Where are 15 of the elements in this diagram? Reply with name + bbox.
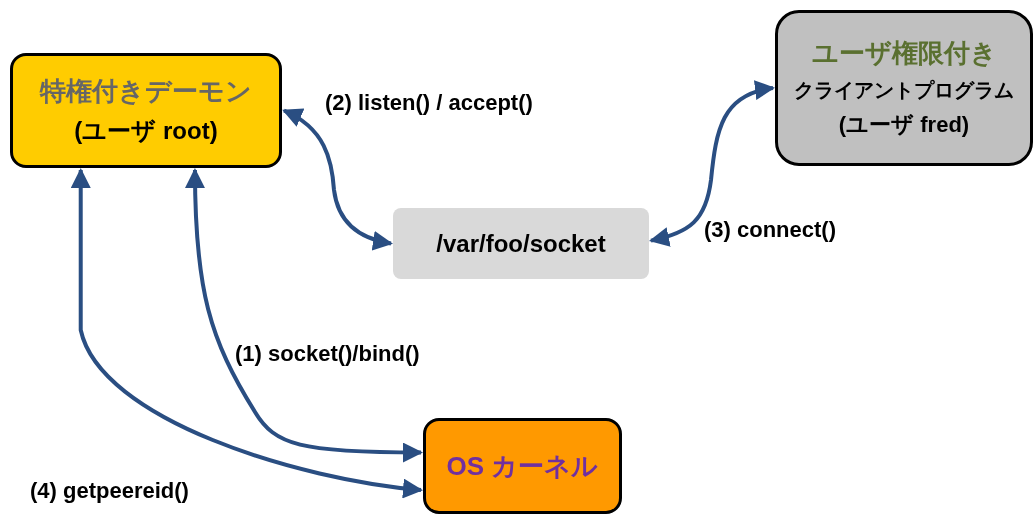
arrow — [70, 168, 423, 498]
process-box — [10, 53, 282, 168]
arrow — [649, 81, 775, 247]
box-text: /var/foo/socket — [436, 229, 606, 258]
box-text: OS カーネル — [446, 449, 599, 483]
box-heading: 特権付きデーモン — [40, 75, 252, 108]
file-box — [393, 208, 649, 279]
box-heading: ユーザ権限付き — [811, 37, 997, 70]
box-text: クライアントプログラム — [794, 78, 1014, 103]
process-box — [775, 10, 1033, 166]
arrow — [185, 168, 423, 463]
box-text: (ユーザ fred) — [838, 111, 970, 139]
box-text: (ユーザ root) — [74, 116, 218, 146]
process-box — [423, 418, 622, 514]
arrow — [282, 108, 393, 250]
